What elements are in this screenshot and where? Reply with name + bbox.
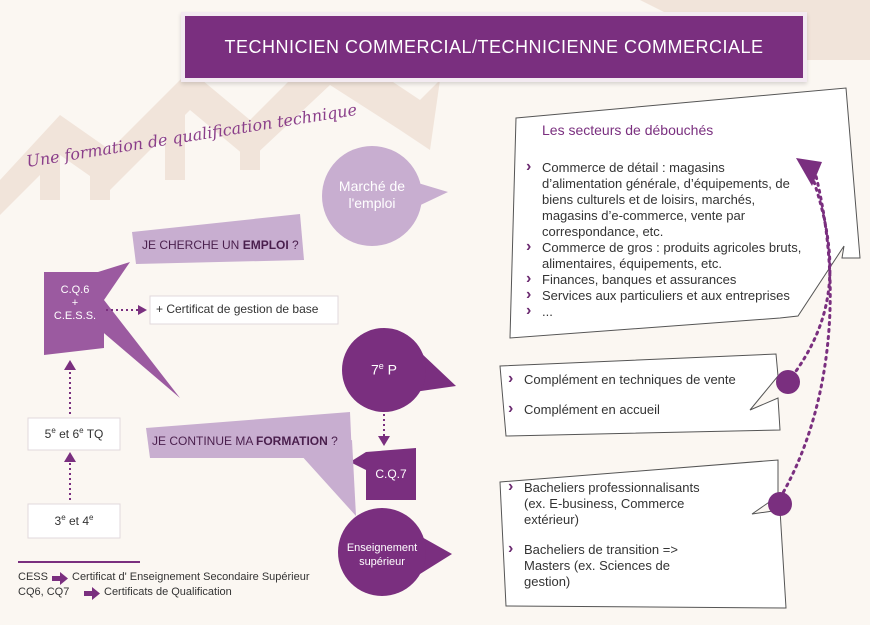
enseignement-superieur-bubble — [338, 508, 452, 596]
cinq-six-label: 5e et 6e TQ — [44, 426, 104, 441]
dotted-arrow-to-cq7 — [378, 414, 390, 446]
cq6-callout — [44, 262, 180, 398]
list-item: Bacheliers professionnalisants (ex. E-bu… — [508, 479, 704, 528]
bacheliers-list: Bacheliers professionnalisants (ex. E-bu… — [508, 479, 704, 590]
marche-emploi-label: Marché de l'emploi — [338, 178, 406, 211]
cq7-box — [350, 448, 416, 500]
legend-abbr-cess: CESS — [18, 571, 48, 583]
certificat-gestion-box — [149, 295, 339, 325]
marche-emploi-bubble — [322, 146, 448, 246]
legend-meaning-cq: Certificats de Qualification — [104, 586, 232, 598]
list-item: ... — [526, 303, 808, 320]
certificat-gestion-label: + Certificat de gestion de base — [156, 302, 319, 316]
dotted-connector-curve — [768, 158, 832, 516]
list-item: Complément en techniques de vente — [508, 371, 770, 388]
cq7-label: C.Q.7 — [375, 467, 407, 481]
legend-abbr-cq: CQ6, CQ7 — [18, 586, 70, 598]
cherche-emploi-label: JE CHERCHE UN EMPLOI ? — [142, 238, 299, 252]
page-title-text: TECHNICIEN COMMERCIAL/TECHNICIENNE COMME… — [224, 36, 764, 57]
cherche-emploi-banner — [132, 214, 304, 264]
continue-formation-label: JE CONTINUE MA FORMATION ? — [152, 434, 338, 448]
continue-formation-banner — [146, 412, 356, 516]
trois-quatre-box — [27, 503, 121, 539]
dotted-arrow-to-cinq-six — [64, 452, 76, 500]
debouches-title: Les secteurs de débouchés — [542, 122, 714, 138]
list-item: Commerce de gros : produits agricoles br… — [526, 239, 808, 272]
list-item: Bacheliers de transition => Masters (ex.… — [508, 541, 704, 590]
septieme-p-label: 7e P — [370, 361, 398, 378]
page-title: TECHNICIEN COMMERCIAL/TECHNICIENNE COMME… — [181, 12, 807, 82]
list-item: Commerce de détail : magasins d’alimenta… — [526, 159, 808, 240]
enseignement-superieur-label: Enseignement supérieur — [346, 542, 418, 568]
complements-list: Complément en techniques de vente Complé… — [508, 371, 770, 418]
list-item: Services aux particuliers et aux entrepr… — [526, 287, 808, 304]
cq6-label: C.Q.6 + C.E.S.S. — [53, 284, 97, 322]
dotted-arrow-to-certificat — [106, 305, 147, 315]
septieme-p-bubble — [342, 328, 456, 412]
list-item: Finances, banques et assurances — [526, 271, 808, 288]
cinq-six-box — [27, 417, 121, 451]
debouches-list: Commerce de détail : magasins d’alimenta… — [526, 159, 808, 320]
list-item: Complément en accueil — [508, 401, 770, 418]
dotted-arrow-to-cq6 — [64, 360, 76, 414]
legend-arrow-icon — [52, 572, 68, 585]
legend-arrow-icon — [84, 587, 100, 600]
trois-quatre-label: 3e et 4e — [54, 513, 94, 528]
legend-meaning-cess: Certificat d' Enseignement Secondaire Su… — [72, 571, 310, 583]
